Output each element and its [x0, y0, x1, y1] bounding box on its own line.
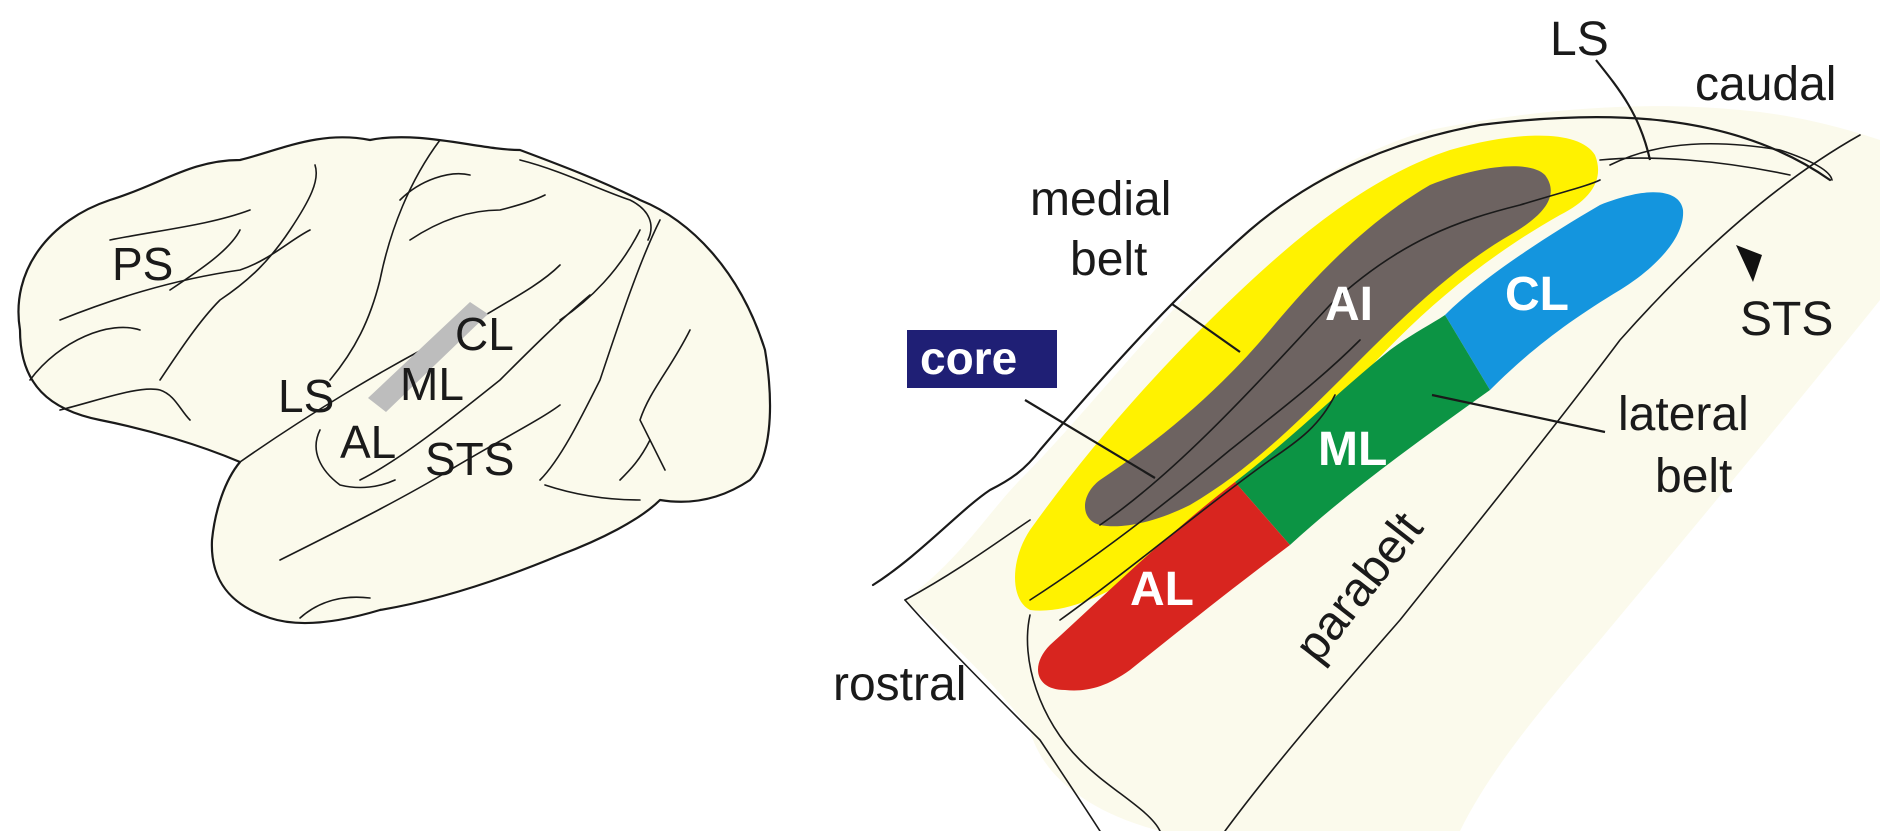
label-lateral-line1: lateral	[1618, 388, 1749, 441]
label-sts-detail: STS	[1740, 293, 1833, 346]
label-ps: PS	[112, 238, 173, 290]
label-lateral-belt-line2: belt	[1655, 450, 1732, 503]
label-caudal: caudal	[1695, 58, 1836, 111]
label-medial-belt-line2: belt	[1070, 233, 1147, 286]
label-al: AL	[340, 416, 396, 468]
label-ml: ML	[400, 358, 464, 410]
label-cl-detail: CL	[1505, 268, 1569, 321]
label-ls: LS	[278, 370, 334, 422]
label-core: core	[920, 332, 1017, 384]
label-sts: STS	[425, 433, 514, 485]
left-brain-view: PS LS CL ML AL STS	[18, 137, 770, 623]
label-ai: AI	[1325, 278, 1373, 331]
label-ls-detail: LS	[1550, 13, 1609, 66]
label-al-detail: AL	[1130, 563, 1194, 616]
label-rostral: rostral	[833, 658, 966, 711]
right-detail-view: LS caudal medial belt core AI CL ML AL S…	[833, 13, 1880, 831]
label-ml-detail: ML	[1318, 423, 1387, 476]
label-cl: CL	[455, 308, 514, 360]
label-medial-line1: medial	[1030, 173, 1171, 226]
